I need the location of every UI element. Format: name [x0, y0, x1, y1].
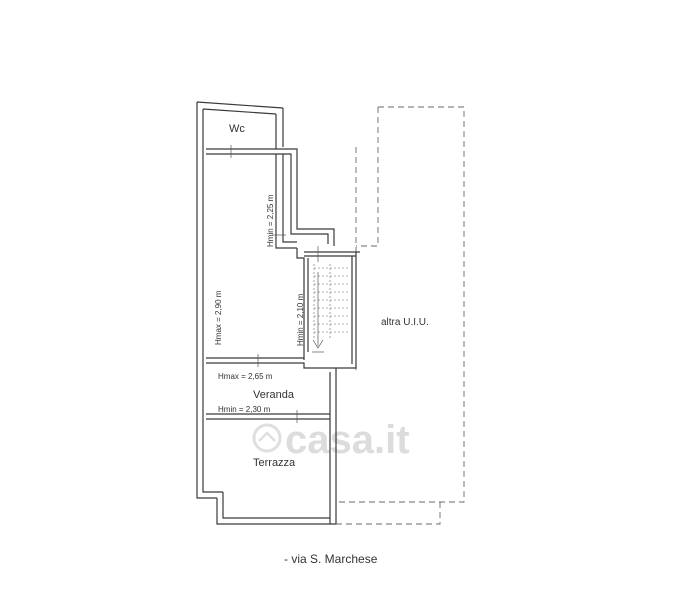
stairs	[312, 264, 348, 353]
outer-walls	[196, 101, 360, 525]
street-label: - via S. Marchese	[284, 552, 378, 566]
room-label-wc: Wc	[229, 123, 245, 135]
height-veranda-min: Hmin = 2,30 m	[218, 405, 271, 414]
watermark: casa.it	[252, 418, 410, 462]
height-veranda-max: Hmax = 2,65 m	[218, 372, 273, 381]
height-stair-lower: Hmin = 2,10 m	[296, 293, 305, 346]
height-stair-upper: Hmin = 2,25 m	[266, 194, 275, 247]
room-label-other-unit: altra U.I.U.	[381, 317, 429, 328]
room-label-veranda: Veranda	[253, 389, 295, 401]
door-marks	[230, 145, 319, 423]
watermark-text: casa.it	[285, 418, 410, 462]
room-label-terrazza: Terrazza	[253, 457, 296, 469]
height-left-room: Hmax = 2,90 m	[214, 290, 223, 345]
